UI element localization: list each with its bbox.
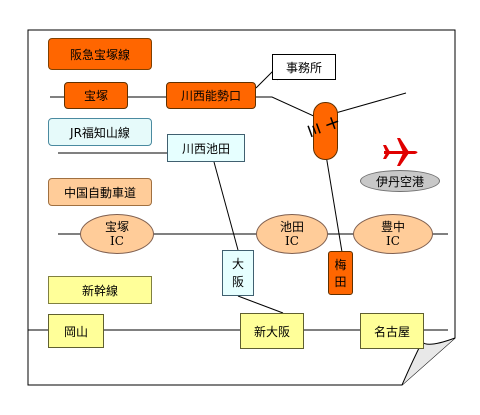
interchange-ikeda-code: IC	[285, 234, 299, 248]
station-kawanishi-noseguchi: 川西能勢口	[166, 82, 256, 109]
interchange-ikeda: 池田 IC	[256, 214, 328, 254]
station-shin-osaka: 新大阪	[240, 313, 304, 349]
hankyu-line	[50, 92, 407, 119]
station-takarazuka: 宝塚	[64, 82, 128, 109]
interchange-toyonaka-name: 豊中	[380, 220, 405, 234]
interchange-ikeda-name: 池田	[279, 220, 304, 234]
office-callout: 事務所	[272, 54, 336, 80]
interchange-toyonaka-code: IC	[386, 234, 400, 248]
airport-itami: 伊丹空港	[360, 170, 440, 192]
legend-hankyu-line: 阪急宝塚線	[48, 38, 152, 70]
airplane-icon	[383, 138, 418, 166]
legend-jr-line: JR福知山線	[48, 118, 152, 146]
interchange-toyonaka: 豊中 IC	[353, 214, 433, 254]
station-osaka-label-bottom: 阪	[231, 275, 244, 289]
interchange-takarazuka-code: IC	[110, 234, 124, 248]
jr-line-osaka-to-shinosaka	[237, 295, 284, 314]
jr-line-to-osaka	[213, 161, 239, 251]
interchange-takarazuka-name: 宝塚	[104, 220, 129, 234]
legend-shinkansen: 新幹線	[48, 276, 152, 304]
station-umeda: 梅 田	[328, 251, 353, 295]
station-juso: 十三	[304, 102, 340, 160]
station-umeda-label-top: 梅	[334, 258, 347, 272]
station-nagoya: 名古屋	[360, 313, 424, 349]
legend-highway: 中国自動車道	[48, 178, 152, 206]
hankyu-branch-to-umeda	[325, 154, 343, 253]
station-osaka: 大 阪	[222, 250, 254, 296]
station-osaka-label-top: 大	[231, 257, 244, 271]
station-okayama: 岡山	[48, 314, 104, 348]
interchange-takarazuka: 宝塚 IC	[80, 214, 154, 254]
station-umeda-label-bottom: 田	[334, 275, 347, 289]
station-kawanishi-ikeda: 川西池田	[167, 134, 245, 162]
